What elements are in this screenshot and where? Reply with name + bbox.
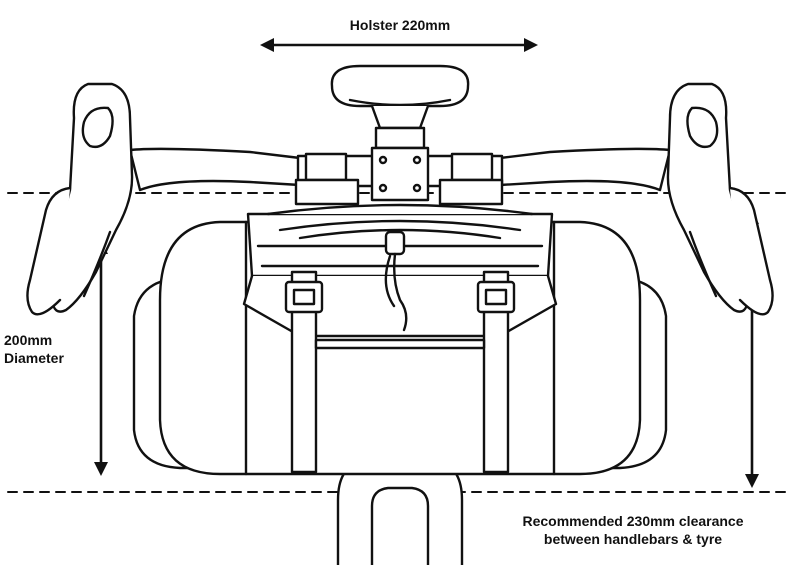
clearance-label: Recommended 230mm clearance between hand…	[488, 512, 778, 548]
center-cord	[316, 232, 484, 348]
strap-right	[478, 272, 514, 472]
left-brake-lever	[27, 84, 132, 314]
diameter-arrow	[94, 240, 108, 476]
holster-width-arrow	[260, 38, 538, 52]
clearance-label-line2: between handlebars & tyre	[543, 531, 723, 547]
holster-width-label: Holster 220mm	[349, 17, 451, 33]
mount-bracket	[332, 66, 468, 200]
diameter-label-line2: Diameter	[4, 350, 64, 366]
diameter-label: 200mm Diameter	[4, 331, 94, 367]
clearance-label-line1: Recommended 230mm clearance	[522, 513, 744, 529]
bar-clamps	[296, 154, 502, 204]
diameter-label-line1: 200mm	[4, 332, 53, 348]
right-brake-lever	[668, 84, 773, 314]
strap-left	[286, 272, 322, 472]
fork-tyre	[338, 462, 462, 565]
